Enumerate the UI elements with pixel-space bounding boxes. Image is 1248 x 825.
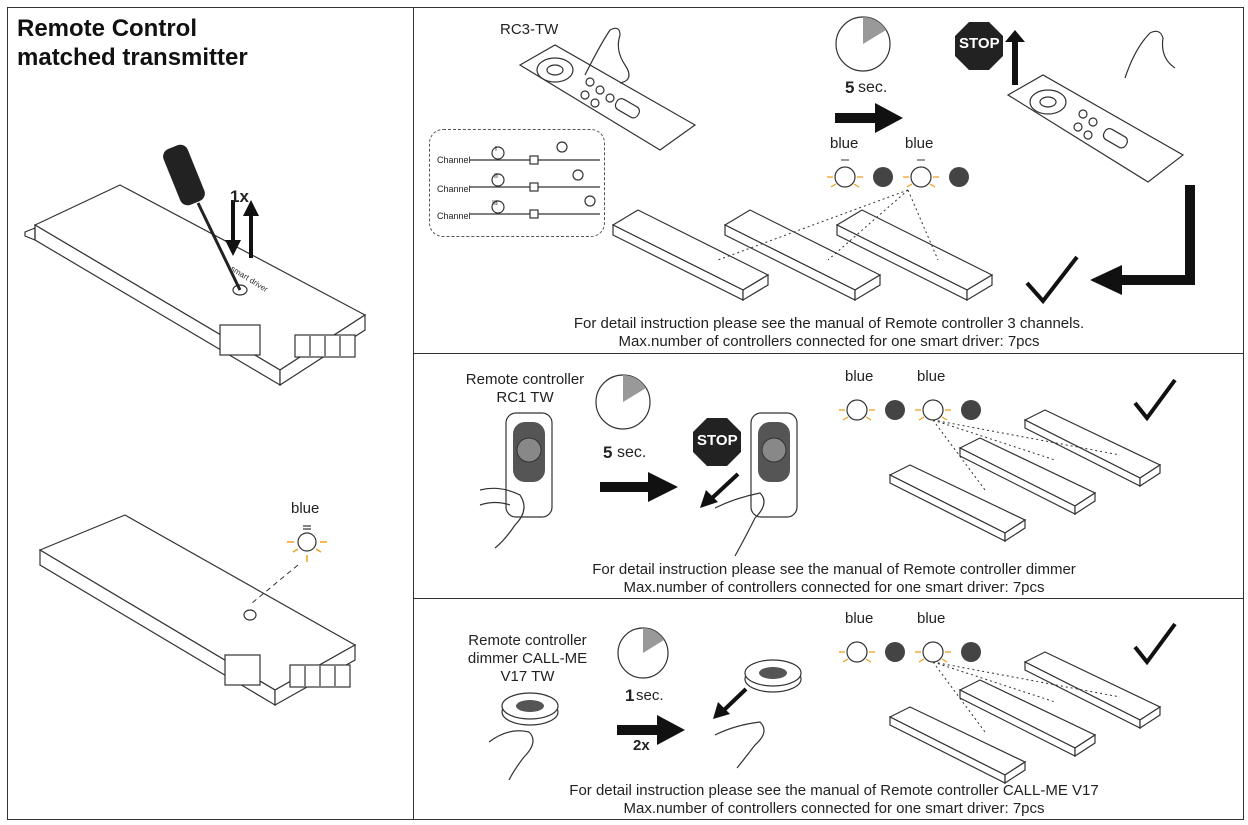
rc3-note-line1: For detail instruction please see the ma… <box>573 315 1085 332</box>
rc1-note-line2: Max.number of controllers connected for … <box>623 579 1045 596</box>
signal-dashes <box>251 564 299 604</box>
callme-note: For detail instruction please see the ma… <box>414 782 1248 818</box>
rc1-remote-right-icon <box>750 412 798 518</box>
rc1-timer-value: 5 <box>603 443 613 462</box>
rc1-stop-icon <box>693 418 741 466</box>
callme-hand-icon <box>488 730 534 781</box>
rc1-timer-unit: sec. <box>617 444 647 461</box>
led-color-label: blue <box>291 500 320 517</box>
rc1-led-row <box>839 399 981 421</box>
callme-remote-icon <box>501 692 559 726</box>
title-line-2: matched transmitter <box>17 44 248 71</box>
channel-diagram <box>429 129 605 237</box>
callme-remote-right-icon <box>744 659 802 693</box>
channel-num-3: III <box>492 200 498 207</box>
callme-timer-unit: sec. <box>636 687 664 704</box>
rc3-led-right-label: blue <box>905 135 934 152</box>
rc3-remote-right-icon <box>1006 74 1185 183</box>
callme-remote-name: Remote controller dimmer CALL-ME V17 TW <box>455 632 600 686</box>
channel-num-2: II <box>494 173 498 180</box>
page-title: Remote Control matched transmitter <box>17 14 248 72</box>
screwdriver-icon <box>163 144 242 291</box>
rc1-note: For detail instruction please see the ma… <box>414 561 1248 597</box>
callme-remote-name-line3: V17 TW <box>500 668 555 685</box>
rc1-stop-label: STOP <box>697 432 738 449</box>
rc1-drivers-icon <box>888 409 1162 543</box>
callme-timer-value: 1 <box>625 686 635 705</box>
rc1-remote-name: Remote controller RC1 TW <box>455 371 595 407</box>
rc3-right-arrow-icon <box>835 103 903 133</box>
panel-callme <box>413 598 1244 820</box>
channel-label-3: Channel <box>437 211 471 221</box>
channel-wiring <box>470 141 600 219</box>
rc3-stop-label: STOP <box>959 35 1000 52</box>
callme-down-arrow-icon <box>713 687 748 719</box>
callme-led-row <box>839 641 981 663</box>
rc1-checkmark-icon <box>1133 378 1177 422</box>
rc1-led-left-label: blue <box>845 368 874 385</box>
rc3-led-row <box>827 159 969 188</box>
callme-remote-name-line1: Remote controller <box>468 632 587 649</box>
rc1-note-line1: For detail instruction please see the ma… <box>592 561 1076 578</box>
callme-right-arrow-icon <box>617 715 685 745</box>
rc1-remote-name-line1: Remote controller <box>465 371 585 388</box>
driver-box-top: smart driver <box>24 184 367 387</box>
rc3-note: For detail instruction please see the ma… <box>414 315 1244 351</box>
rc3-stop-icon <box>955 22 1003 70</box>
rc1-hand-right-icon <box>714 492 765 557</box>
rc3-hand-right-icon <box>1124 30 1176 79</box>
rc3-drivers-icon <box>611 189 994 302</box>
callme-note-line1: For detail instruction please see the ma… <box>569 782 1099 799</box>
callme-checkmark-icon <box>1133 622 1177 666</box>
callme-drivers-icon <box>888 651 1162 785</box>
channel-num-1: I <box>495 146 497 153</box>
rc1-hand-icon <box>479 487 525 549</box>
rc1-remote-name-line2: RC1 TW <box>496 389 554 406</box>
led-bulb-icon <box>287 525 327 562</box>
rc3-return-arrow-icon <box>1090 185 1195 295</box>
driver-box-bottom <box>38 514 357 707</box>
rc3-timer-unit: sec. <box>858 79 888 96</box>
press-count-label: 1x <box>230 187 249 206</box>
rc3-note-line2: Max.number of controllers connected for … <box>618 333 1040 350</box>
rc3-checkmark-icon <box>1025 255 1079 305</box>
rc3-remote-icon <box>518 44 697 151</box>
rc3-remote-name: RC3-TW <box>500 21 559 38</box>
rc3-up-arrow-icon <box>1005 30 1025 85</box>
rc3-timer-value: 5 <box>845 78 855 97</box>
callme-led-left-label: blue <box>845 610 874 627</box>
rc1-remote-icon <box>505 412 553 518</box>
callme-hand-right-icon <box>714 721 765 769</box>
title-line-1: Remote Control <box>17 15 197 42</box>
rc3-hand-icon <box>584 27 630 84</box>
callme-press-count: 2x <box>633 737 650 754</box>
rc1-led-right-label: blue <box>917 368 946 385</box>
callme-remote-name-line2: dimmer CALL-ME <box>467 650 588 667</box>
rc1-timer-icon <box>595 374 651 430</box>
callme-note-line2: Max.number of controllers connected for … <box>623 800 1045 817</box>
channel-label-1: Channel <box>437 155 471 165</box>
callme-led-right-label: blue <box>917 610 946 627</box>
rc3-timer-icon <box>835 16 891 72</box>
callme-timer-icon <box>617 627 669 679</box>
rc3-led-left-label: blue <box>830 135 859 152</box>
rc1-right-arrow-icon <box>600 472 678 502</box>
rc1-down-arrow-icon <box>700 472 740 508</box>
up-down-arrows-icon <box>225 200 259 258</box>
channel-label-2: Channel <box>437 184 471 194</box>
